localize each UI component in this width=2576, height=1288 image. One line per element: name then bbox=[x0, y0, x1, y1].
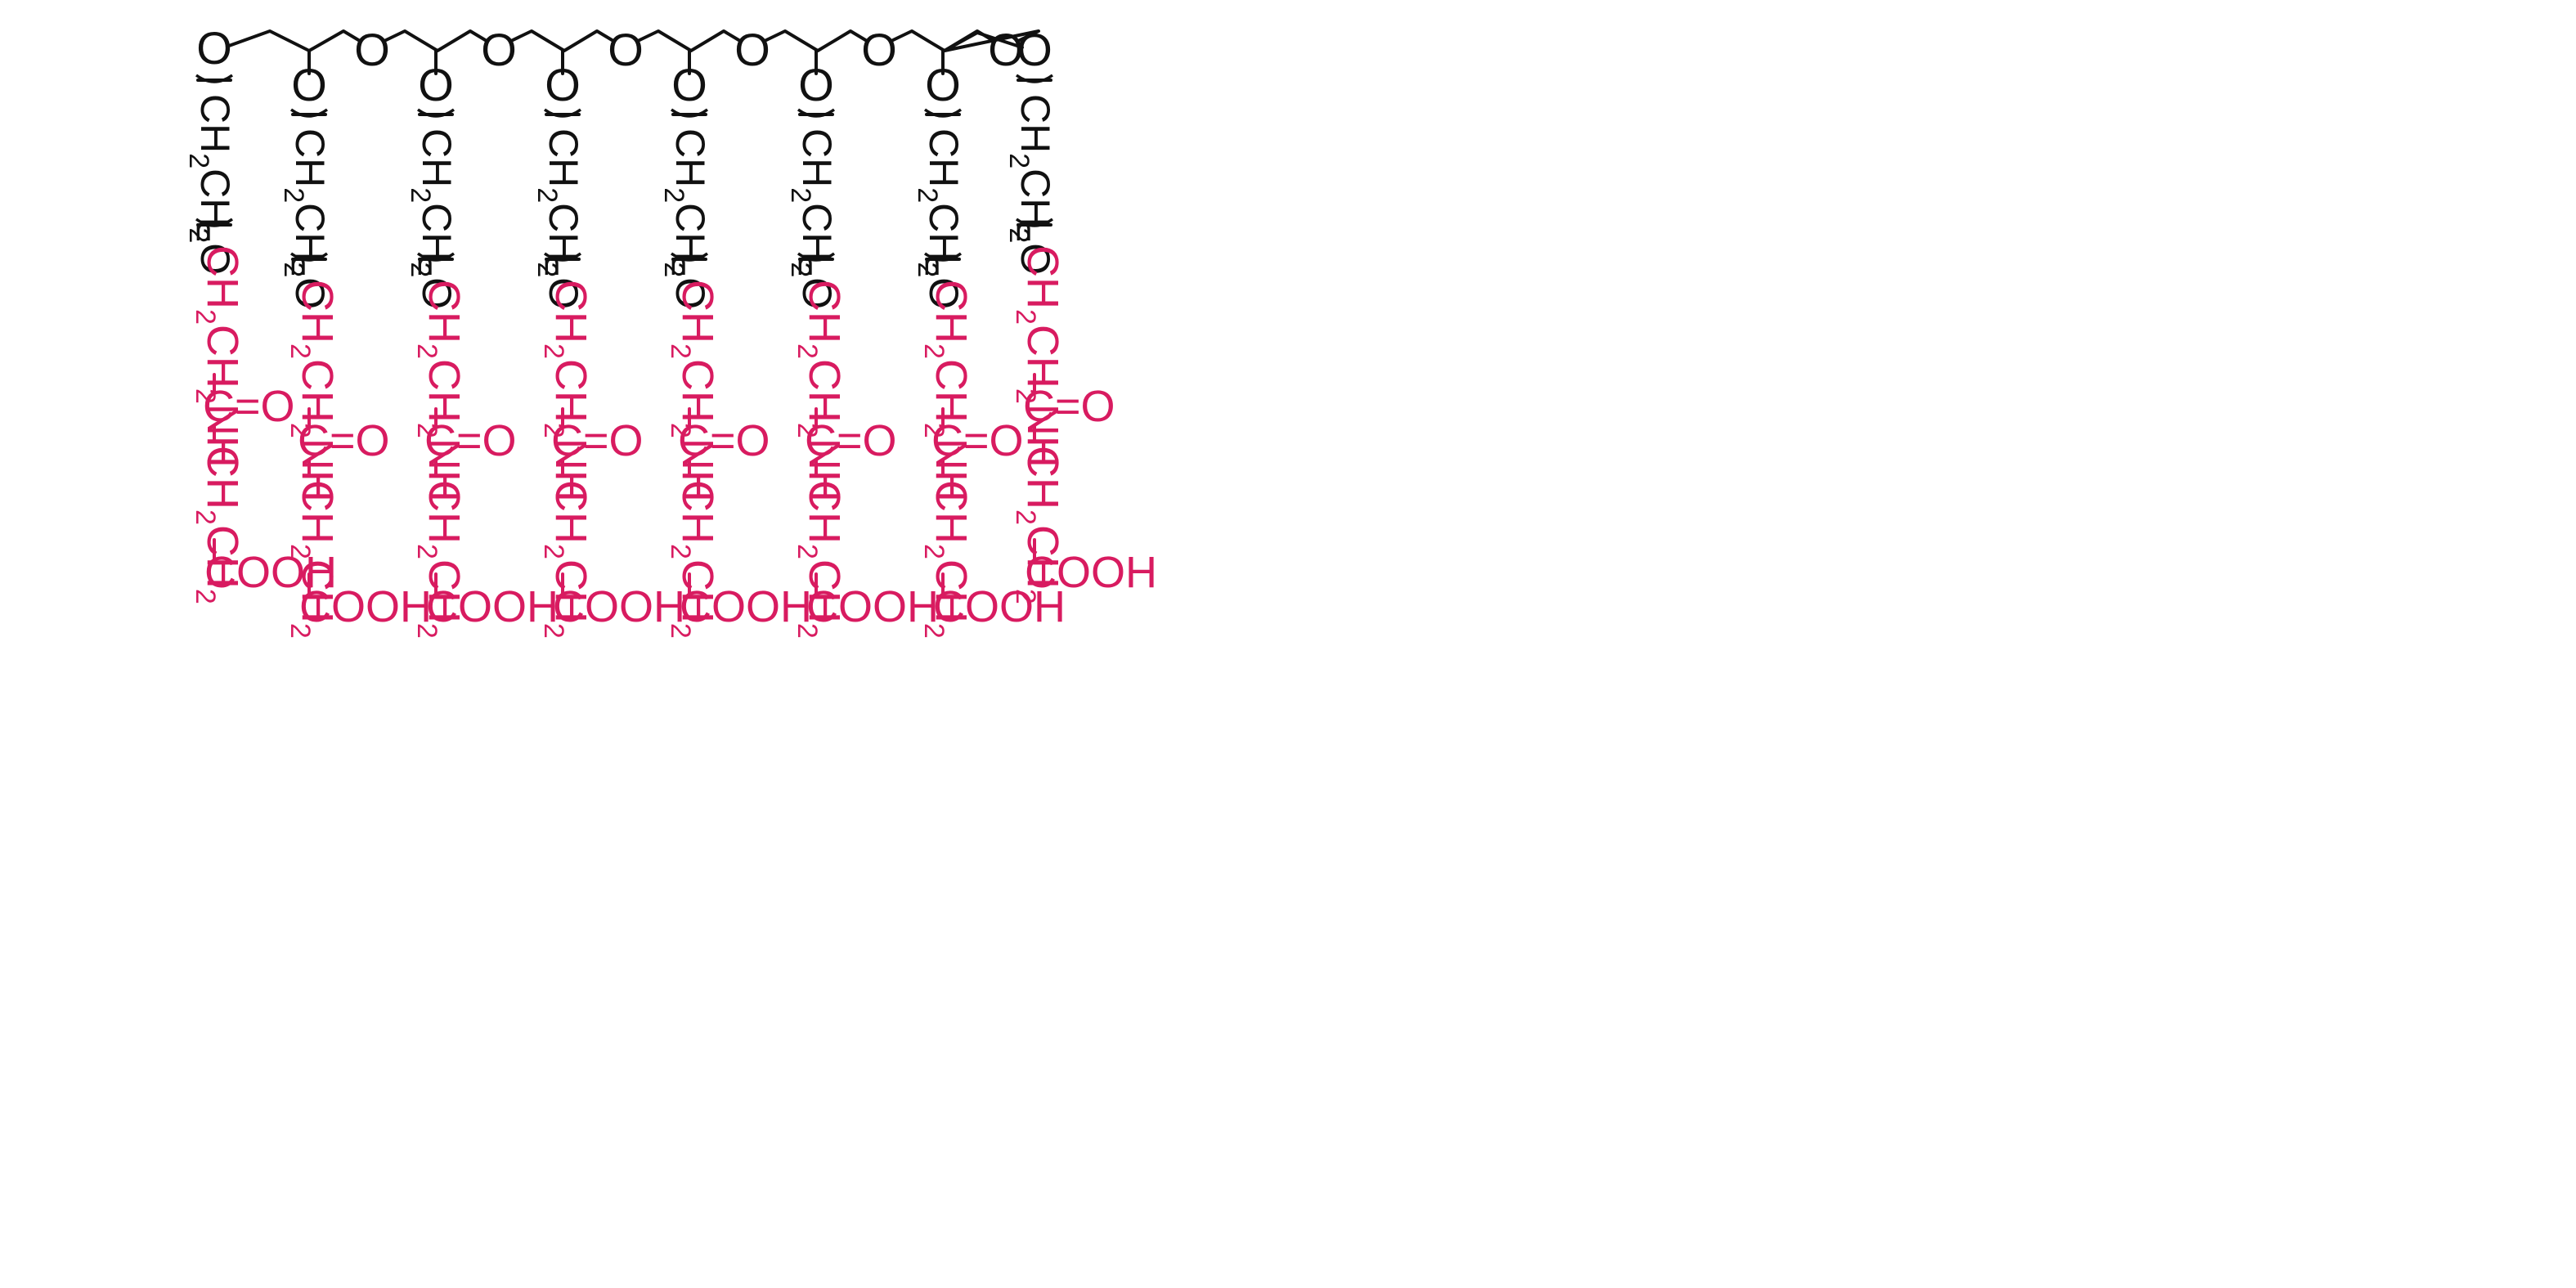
backbone-ether-oxygen: O bbox=[608, 24, 644, 75]
carbonyl-group: C=O bbox=[931, 416, 1024, 465]
ethylene-linker: CH2CH2 bbox=[792, 480, 849, 639]
carbonyl-group: C=O bbox=[805, 416, 897, 465]
carbonyl-group: C=O bbox=[424, 416, 517, 465]
peg-repeat-unit: CH2CH2O bbox=[912, 128, 967, 309]
terminal-ether-oxygen-right: O bbox=[1016, 24, 1052, 75]
peg-repeat-unit: CH2CH2O bbox=[658, 128, 713, 309]
repeat-bracket-close bbox=[1015, 218, 1054, 227]
peg-repeat-unit: CH2CH2O bbox=[785, 128, 840, 309]
amine-segment: CH2CH2NH bbox=[285, 280, 342, 502]
peg-repeat-unit: CH2CH2O bbox=[1003, 94, 1058, 275]
arm-ether-oxygen: O bbox=[545, 59, 581, 110]
amine-segment: CH2CH2NH bbox=[190, 245, 247, 468]
amine-segment: CH2CH2NH bbox=[792, 280, 849, 502]
backbone-ether-oxygen: O bbox=[354, 24, 390, 75]
peg-repeat-unit: CH2CH2O bbox=[405, 128, 460, 309]
repeat-bracket-close bbox=[289, 252, 329, 262]
carboxylic-acid: COOH bbox=[553, 582, 685, 631]
repeat-bracket-close bbox=[797, 252, 836, 262]
backbone-bond bbox=[636, 29, 742, 52]
carbonyl-group: C=O bbox=[678, 416, 770, 465]
arm-ether-oxygen: O bbox=[418, 59, 454, 110]
repeat-index: n bbox=[1015, 213, 1032, 248]
carboxylic-acid: COOH bbox=[204, 548, 337, 597]
carboxylic-acid: COOH bbox=[1025, 548, 1157, 597]
repeat-index: n bbox=[416, 248, 433, 282]
backbone-bond bbox=[383, 29, 488, 52]
repeat-bracket-open bbox=[923, 108, 963, 118]
amine-segment: CH2CH2NH bbox=[538, 280, 595, 502]
repeat-index: n bbox=[923, 248, 940, 282]
repeat-bracket-close bbox=[416, 252, 456, 262]
repeat-bracket-close bbox=[670, 252, 709, 262]
carboxylic-acid: COOH bbox=[806, 582, 939, 631]
carbonyl-group: C=O bbox=[298, 416, 390, 465]
backbone-ether-oxygen: O bbox=[481, 24, 517, 75]
repeat-index: n bbox=[289, 248, 307, 282]
carboxylic-acid: COOH bbox=[933, 582, 1066, 631]
backbone-ether-oxygen: O bbox=[861, 24, 897, 75]
repeat-bracket-open bbox=[1015, 74, 1054, 83]
backbone-bond bbox=[763, 29, 868, 52]
repeat-bracket-open bbox=[543, 108, 582, 118]
repeat-bracket-close bbox=[923, 252, 963, 262]
ethylene-linker: CH2CH2 bbox=[918, 480, 976, 639]
carbonyl-group: C=O bbox=[203, 382, 295, 431]
repeat-bracket-close bbox=[195, 218, 234, 227]
amine-segment: CH2CH2NH bbox=[665, 280, 722, 502]
peg-repeat-unit: CH2CH2O bbox=[183, 94, 238, 275]
carboxylic-acid: COOH bbox=[299, 582, 432, 631]
carboxylic-acid: COOH bbox=[680, 582, 812, 631]
repeat-bracket-open bbox=[195, 74, 234, 83]
ethylene-linker: CH2CH2 bbox=[665, 480, 722, 639]
repeat-index: n bbox=[797, 248, 814, 282]
carbonyl-group: C=O bbox=[551, 416, 644, 465]
peg-repeat-unit: CH2CH2O bbox=[278, 128, 333, 309]
ethylene-linker: CH2CH2 bbox=[538, 480, 595, 639]
ethylene-linker: CH2CH2 bbox=[285, 480, 342, 639]
peg-arms: CH2CH2OnCH2CH2NHC=OCH2CH2COOHOCH2CH2OnCH… bbox=[183, 49, 1157, 639]
repeat-index: n bbox=[195, 213, 212, 248]
repeat-bracket-close bbox=[543, 252, 582, 262]
terminal-ether-oxygen-left: O bbox=[196, 22, 232, 74]
backbone-bond bbox=[509, 29, 615, 52]
carboxylic-acid: COOH bbox=[426, 582, 559, 631]
amine-segment: CH2CH2NH bbox=[918, 280, 976, 502]
repeat-bracket-open bbox=[670, 108, 709, 118]
arm-ether-oxygen: O bbox=[291, 59, 327, 110]
ethylene-linker: CH2CH2 bbox=[190, 446, 247, 604]
amine-segment: CH2CH2NH bbox=[1010, 245, 1067, 468]
repeat-index: n bbox=[543, 248, 560, 282]
repeat-index: n bbox=[670, 248, 687, 282]
arm-ether-oxygen: O bbox=[798, 59, 834, 110]
ethylene-linker: CH2CH2 bbox=[1010, 446, 1067, 604]
repeat-bracket-open bbox=[416, 108, 456, 118]
backbone-ether-oxygen: O bbox=[988, 24, 1024, 75]
repeat-bracket-open bbox=[797, 108, 836, 118]
amine-segment: CH2CH2NH bbox=[411, 280, 469, 502]
carbonyl-group: C=O bbox=[1023, 382, 1115, 431]
arm-ether-oxygen: O bbox=[671, 59, 707, 110]
ethylene-linker: CH2CH2 bbox=[411, 480, 469, 639]
backbone-bond bbox=[227, 29, 361, 52]
arm-ether-oxygen: O bbox=[925, 59, 961, 110]
backbone-ether-oxygen: O bbox=[734, 24, 770, 75]
peg-repeat-unit: CH2CH2O bbox=[532, 128, 586, 309]
repeat-bracket-open bbox=[289, 108, 329, 118]
